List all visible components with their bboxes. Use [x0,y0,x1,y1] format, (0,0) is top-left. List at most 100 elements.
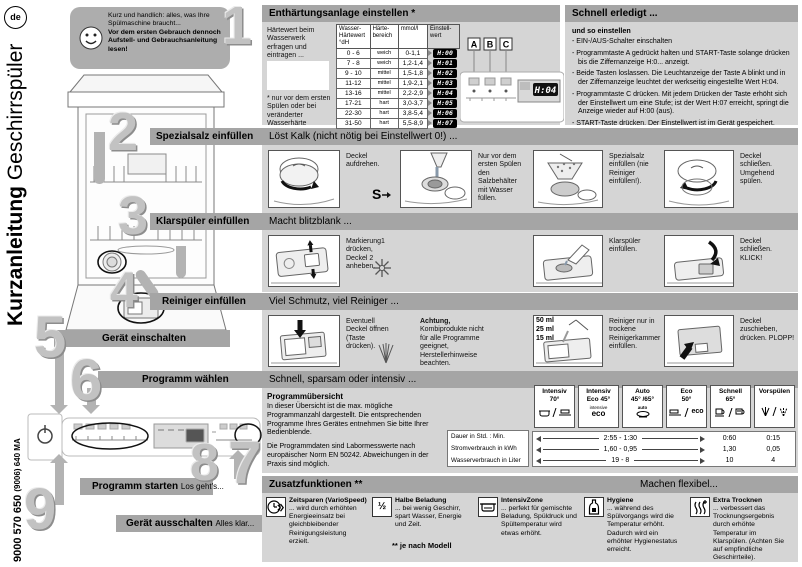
step5-label-bar: Gerät einschalten [54,330,230,347]
schnell-icons [711,405,750,420]
salt-cap-close-image [664,150,734,208]
section3-header: Macht blitzblank ... [262,213,798,230]
water-vorspuelen: 4 [771,457,776,464]
step5-arrowhead [50,405,68,414]
step9-number: 9 [24,477,57,542]
setting-value: H:00 [433,48,458,58]
setting-value: H:04 [433,88,458,98]
step8-arrowhead [229,450,247,459]
hardness-table: Wasser-Härtewert °dH Härte-bereich mmol/… [336,24,460,129]
section1-header: Enthärtungsanlage einstellen * [262,5,560,22]
program-overview-p2: Die Programmdaten sind Labormesswerte na… [267,443,429,468]
detergent-close-caption: Deckel zuschieben, drücken. PLOPP! [740,318,795,342]
program-vorspuelen: Vorspülen [754,385,795,428]
water-row: 19 - 8 10 4 [533,455,795,466]
model-footnote: ** je nach Modell [392,541,452,550]
energy-vorspuelen: 0,05 [766,446,780,453]
step6-label-bar: Programm wählen [98,371,262,388]
energy-span-value: 1,60 - 0,95 [603,446,638,453]
feature-text: ... wird durch erhöhten Energieeinsatz b… [289,505,357,545]
step9-tagline: Alles klar... [215,519,255,528]
feature-text: ... verbessert das Trocknungsergebnis du… [713,505,785,562]
col-wert: Einstell-wert [427,24,460,49]
step9-label: Gerät ausschalten [126,518,213,529]
salt-cap-open-caption: Deckel aufdrehen. [346,153,380,169]
section7-desc: Machen flexibel... [640,479,718,490]
consumption-labels-box: Dauer in Std. : Min. Stromverbrauch in k… [447,430,529,467]
section6-desc: Schnell, sparsam oder intensiv ... [269,374,417,385]
water-schnell: 10 [725,457,734,464]
smiley-icon [79,26,103,50]
row-label-water: Wasserverbrauch in Liter [451,457,521,464]
feature-intensivzone: IntensivZone... perfekt für gemischte Be… [478,497,581,538]
hardness-footnote: * nur vor dem ersten Spülen oder bei ver… [267,95,331,128]
quick-done-subheader: und so einstellen [572,26,631,35]
control-panel-illustration [27,413,262,461]
step9-arrow [55,463,64,505]
button-label-a: A [471,40,478,50]
step8-number: 8 [190,434,219,492]
setting-value: H:03 [433,78,458,88]
setting-value: H:06 [433,108,458,118]
instruction-bullet: - Programmtaste C drücken. Mit jedem Drü… [572,90,789,116]
quick-done-body: und so einstellen - EIN-/AUS-Schalter ei… [565,22,798,127]
abc-panel-illustration: A B C H:04 [460,37,564,123]
bubble-intro-text: Kurz und handlich: alles, was Ihre Spülm… [108,12,210,28]
step7-number: 7 [228,429,262,496]
salt-water-fill-image [400,150,472,208]
hardness-note: Härtewert beim Wasserwerk erfragen und e… [267,27,315,60]
detergent-fill-image: 50 ml 25 ml 15 ml [533,315,603,367]
row-label-duration: Dauer in Std. : Min. [451,433,505,440]
step6-arrow [87,388,96,405]
step4-label: Reiniger einfüllen [162,296,246,307]
rinse-aid-fill-caption: Klarspüler einfüllen. [609,238,641,254]
page-title: Kurzanleitung Geschirrspüler [4,30,34,326]
language-badge: de [4,6,27,29]
section4-desc: Viel Schmutz, viel Reiniger ... [269,296,399,307]
program-overview-title: Programmübersicht [267,392,344,401]
dosage-15ml: 15 ml [536,334,554,342]
step8-tagline: Los geht's... [180,482,224,491]
step9-arrowhead [50,454,68,463]
rinse-aid-close-image [664,235,734,287]
sparkle-icon [373,259,391,277]
step2-label: Spezialsalz einfüllen [156,131,254,142]
section1-title: Enthärtungsanlage einstellen * [269,8,416,19]
step6-label: Programm wählen [142,374,229,385]
feature-zeitsparen: Zeitsparen (VarioSpeed)... wird durch er… [266,497,369,546]
step1-number: 1 [222,0,253,56]
feature-hygiene: Hygiene... während des Spülvorgangs wird… [584,497,687,554]
energy-row: 1,60 - 0,95 1,30 0,05 [533,444,795,455]
hygiene-icon [584,497,604,517]
hardness-display-value: H:04 [534,86,557,96]
salt-symbol: S [372,186,392,202]
step4-label-bar: Reiniger einfüllen [150,293,262,310]
eco-icons: eco [667,405,706,420]
combi-warning: Achtung, Kombiprodukte nicht für alle Pr… [420,318,484,368]
setting-value: H:05 [433,98,458,108]
detergent-open-image [268,315,340,367]
extra-dry-icon [690,497,710,517]
feature-text: ... perfekt für gemischte Beladung, Spül… [501,505,577,537]
intensiv-zone-icon [478,497,498,517]
step3-number: 3 [118,186,149,246]
duration-row: 2:55 - 1:30 0:60 0:15 [533,433,795,444]
spray-icon [378,343,394,364]
hardness-entry-box [267,61,329,90]
rinse-aid-open-caption: Markierung1 drücken, Deckel 2 anheben. [346,238,385,271]
section7-title: Zusatzfunktionen ** [269,479,363,490]
intensiv-icons [535,405,574,420]
combi-warning-title: Achtung, [420,318,451,325]
row-label-energy: Stromverbrauch in kWh [451,445,517,452]
feature-title: Hygiene [607,497,634,504]
step4-number: 4 [110,262,138,318]
step8-label: Programm starten [92,481,179,492]
detergent-open-caption: Eventuell Deckel öffnen (Taste drücken). [346,318,389,351]
duration-span-value: 2:55 - 1:30 [603,435,638,442]
